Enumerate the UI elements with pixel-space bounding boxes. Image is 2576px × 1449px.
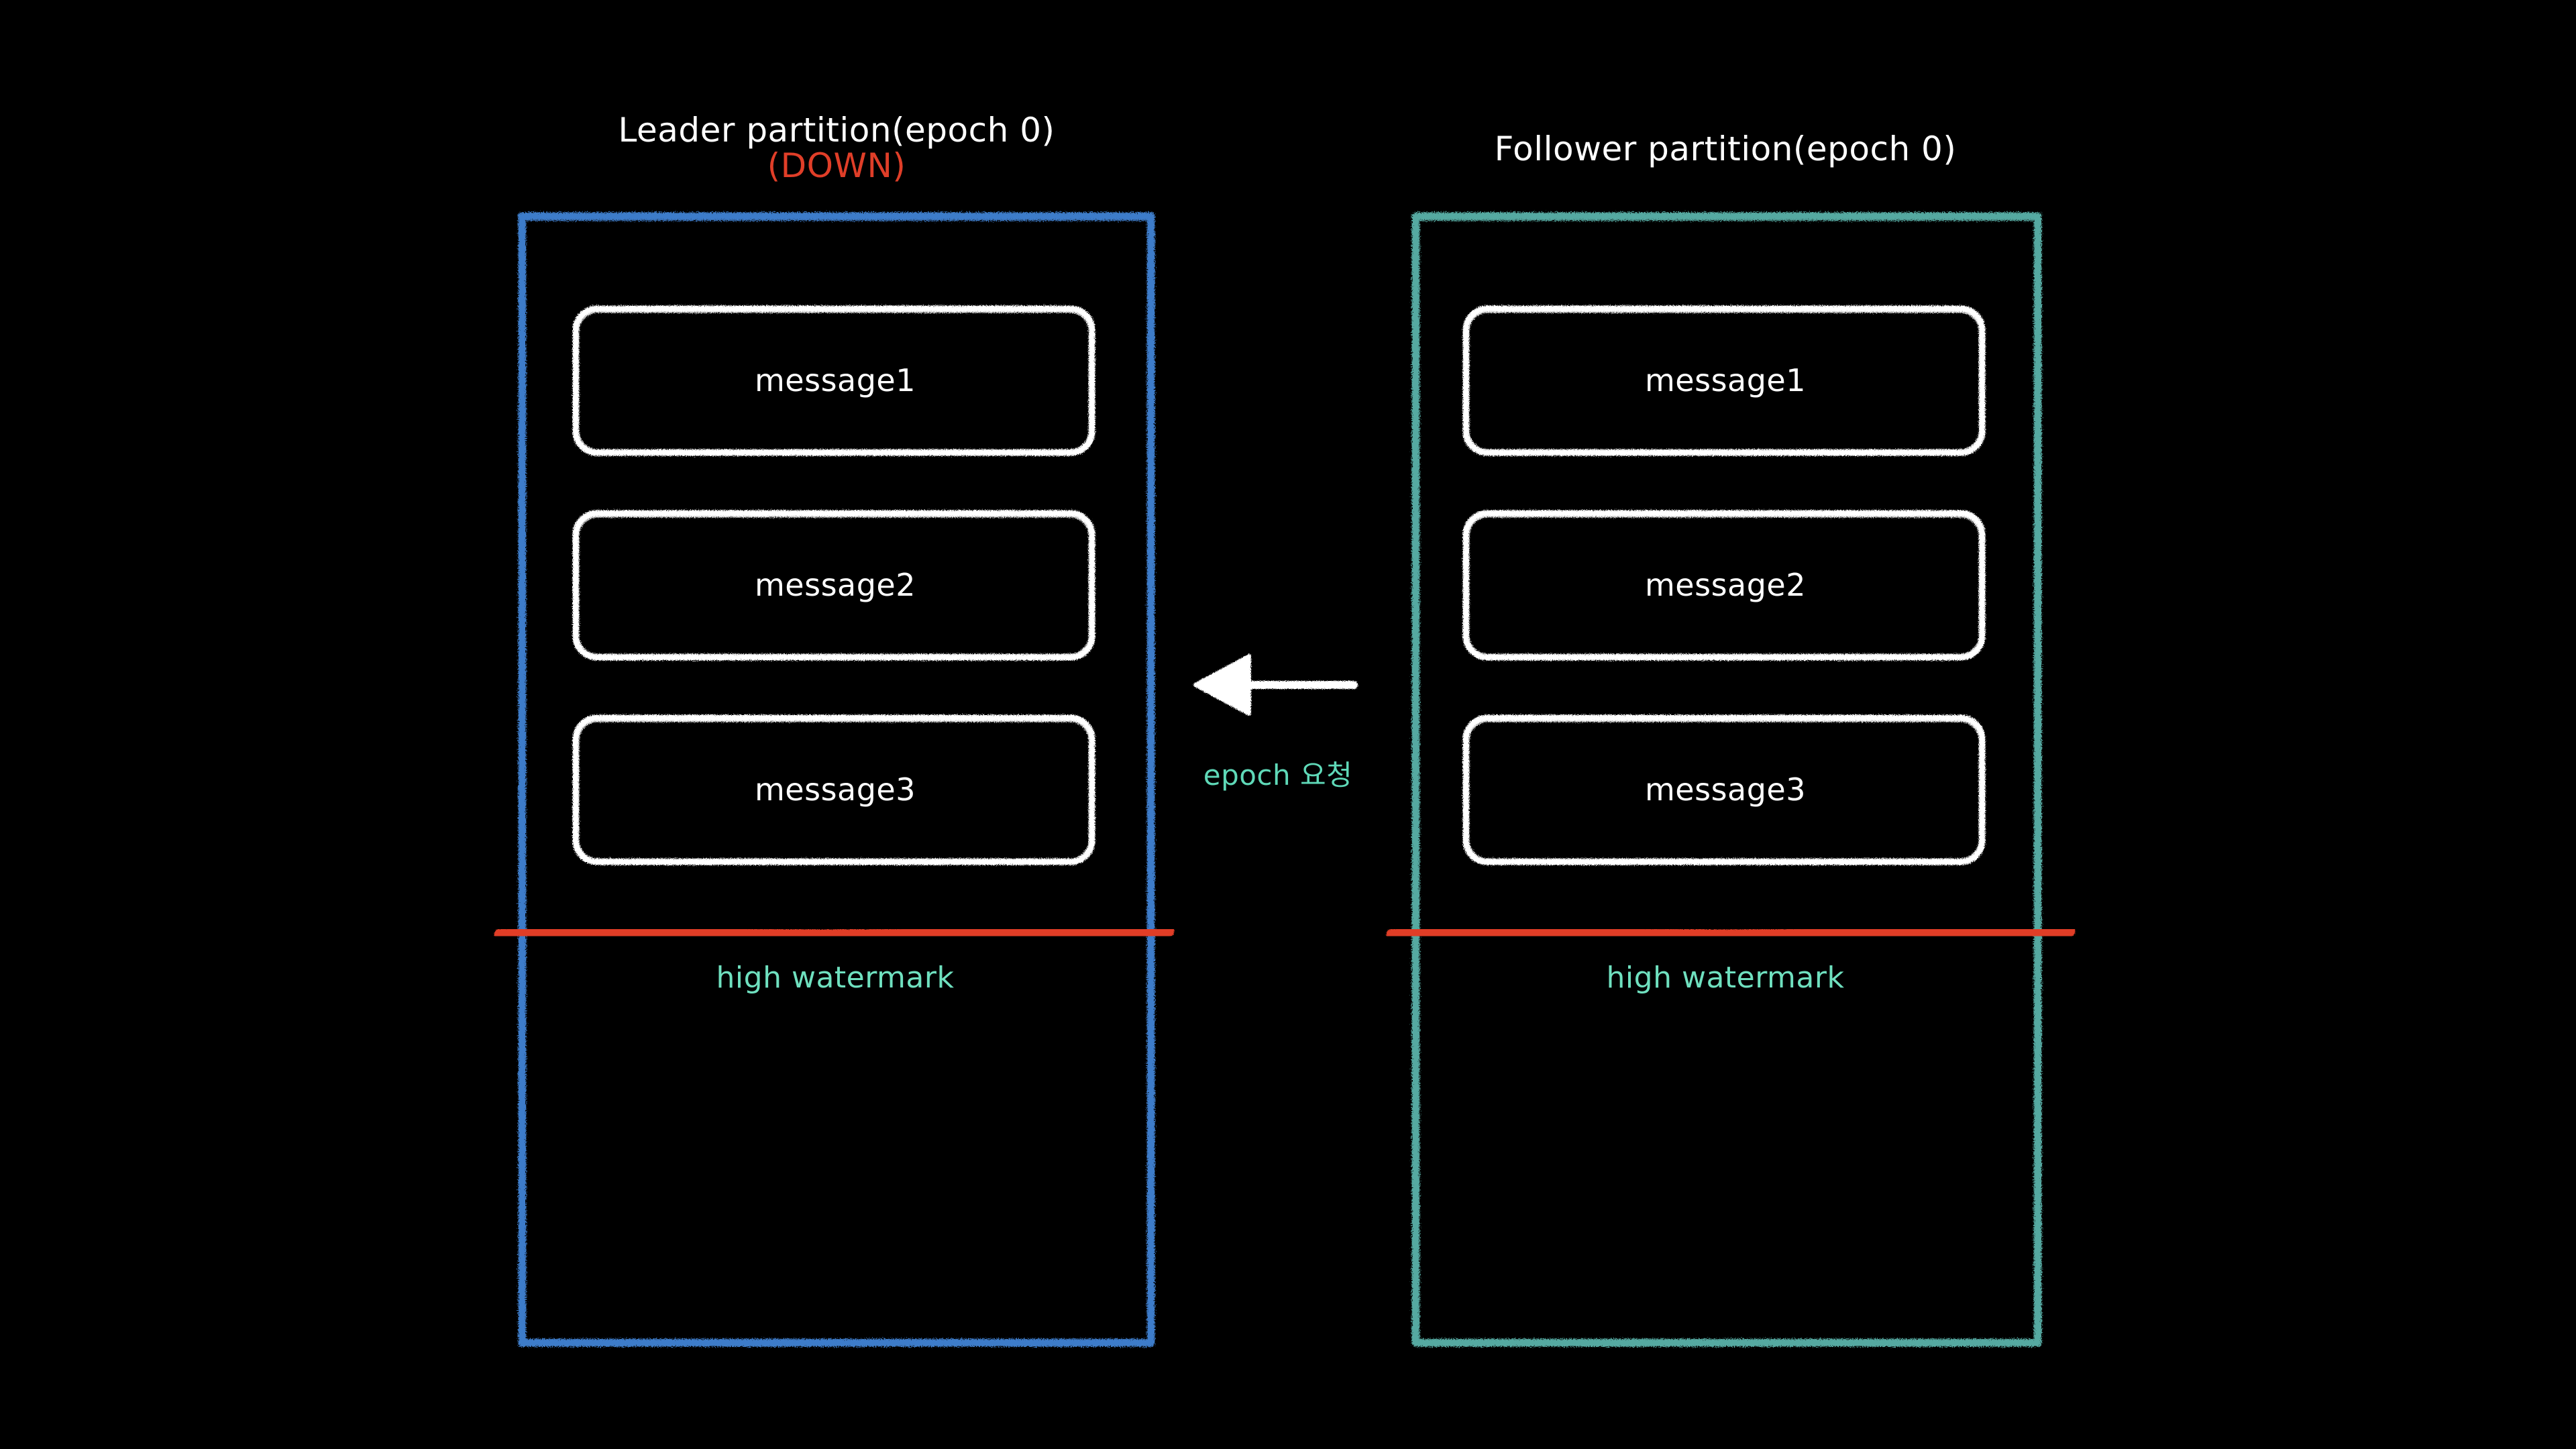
follower-message-1-label: message1 [1645,362,1806,398]
leader-message-2-label: message2 [755,567,916,603]
follower-panel-title: Follower partition(epoch 0) [1494,129,1957,168]
leader-panel-status-badge: (DOWN) [767,146,906,185]
arrow-left-icon [1193,654,1358,716]
follower-message-3-label: message3 [1645,771,1806,808]
leader-panel-title: Leader partition(epoch 0) [618,111,1055,150]
leader-high-watermark-line [494,925,1175,941]
leader-message-1-label: message1 [755,362,916,398]
leader-message-3-label: message3 [755,771,916,808]
epoch-request-label: epoch 요청 [1203,759,1353,792]
follower-message-2-label: message2 [1645,567,1806,603]
follower-high-watermark-line [1386,925,2076,941]
follower-high-watermark-label: high watermark [1606,961,1845,995]
leader-high-watermark-label: high watermark [716,961,955,995]
